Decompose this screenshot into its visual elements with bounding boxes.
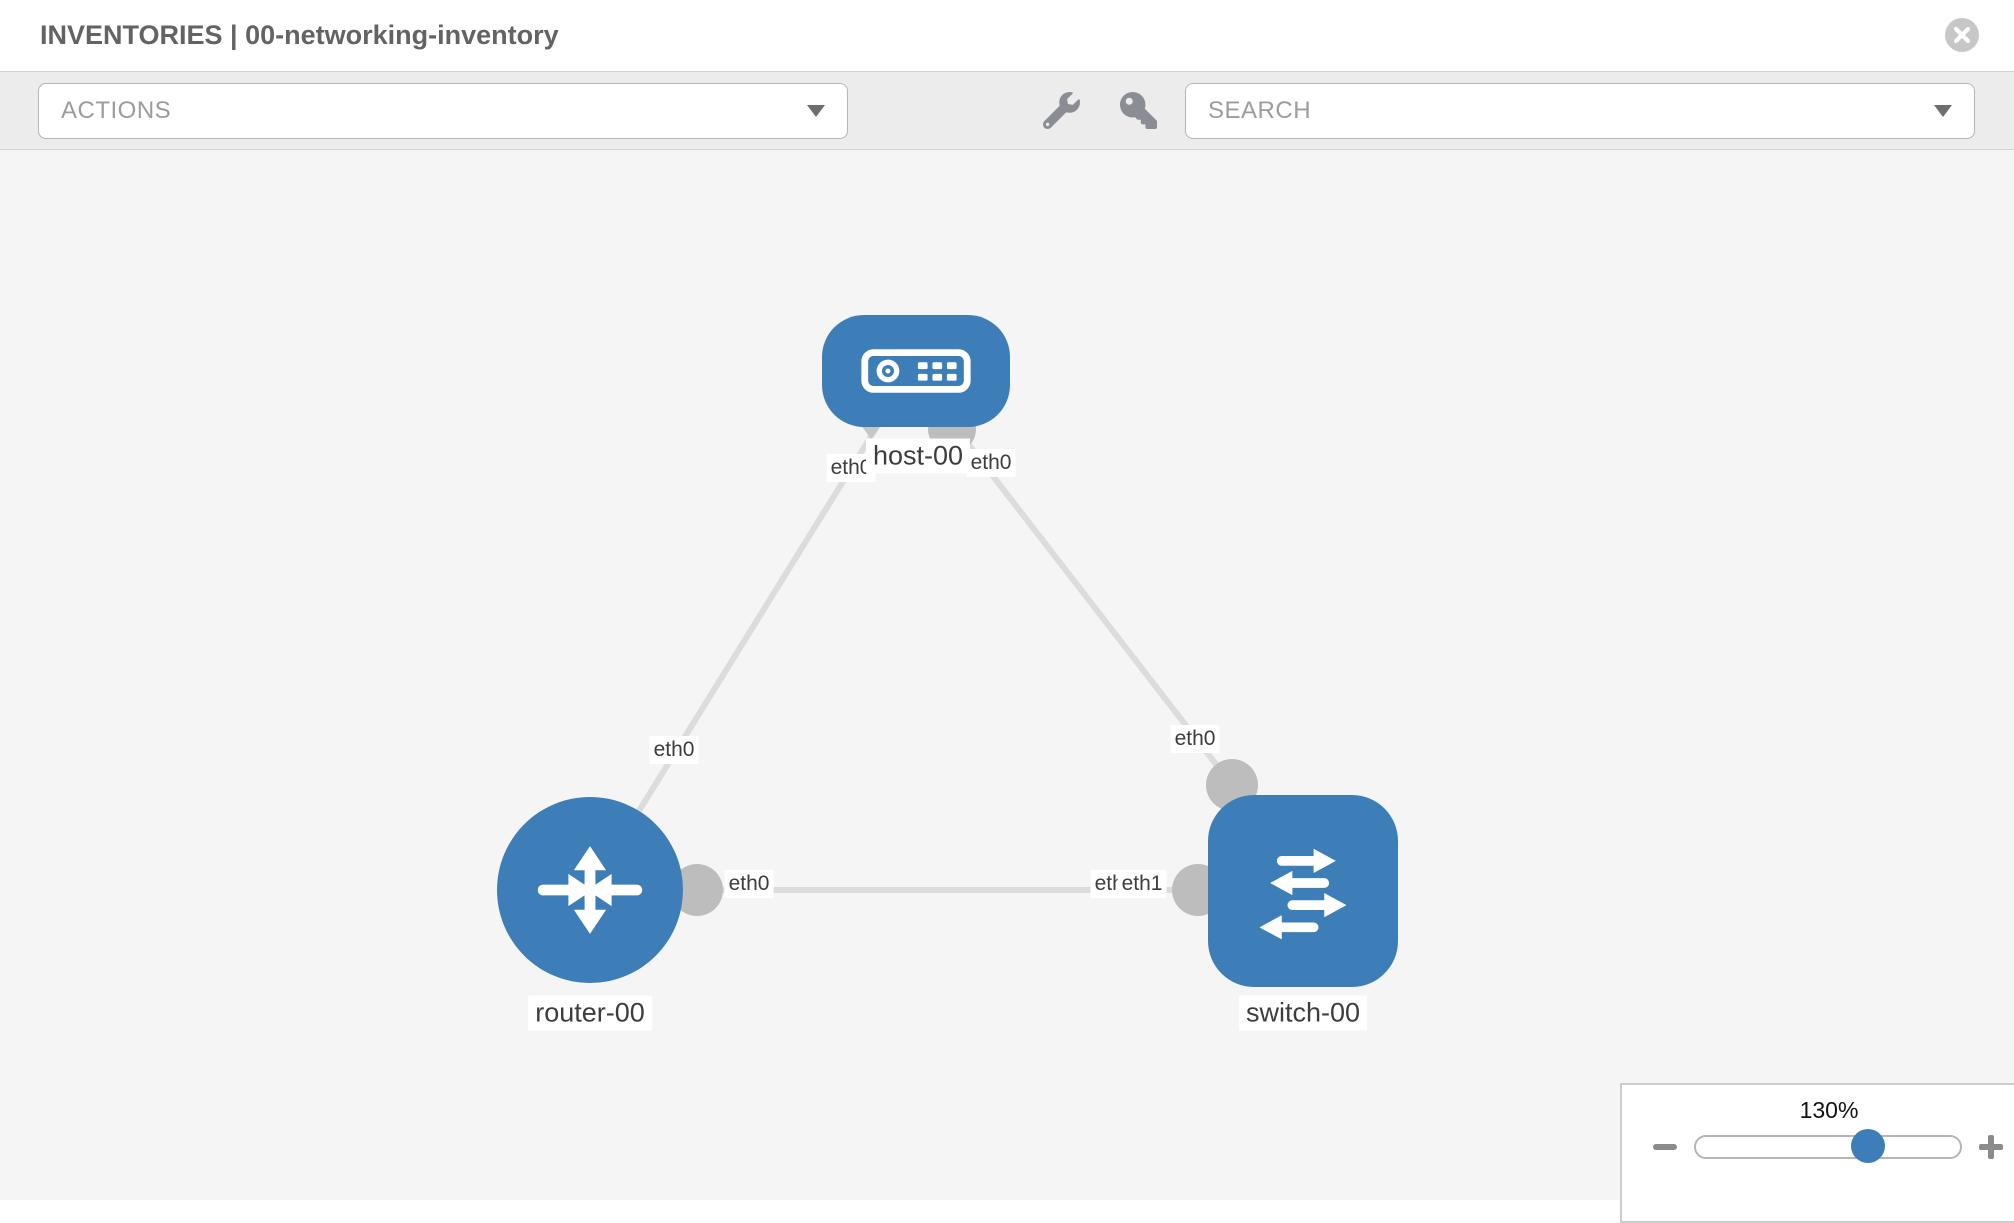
configure-button[interactable] [1043, 92, 1080, 129]
wrench-icon [1043, 92, 1080, 129]
node-router-00[interactable] [497, 797, 683, 983]
search-dropdown[interactable]: SEARCH [1185, 82, 1975, 139]
zoom-in-button[interactable] [1978, 1134, 2004, 1160]
zoom-panel: 130% [1620, 1083, 2014, 1223]
node-host-00[interactable] [822, 315, 1010, 427]
interface-label: eth1 [1117, 870, 1167, 898]
close-icon [1954, 27, 1970, 43]
router-icon [537, 846, 643, 934]
zoom-slider-thumb[interactable] [1851, 1129, 1885, 1163]
node-label-router-00: router-00 [528, 995, 652, 1031]
server-icon [861, 349, 971, 393]
chevron-down-icon [807, 104, 825, 117]
toolbar: ACTIONS SEARCH [0, 71, 2014, 150]
header: INVENTORIES | 00-networking-inventory [0, 0, 2014, 71]
switch-icon [1259, 848, 1347, 940]
actions-dropdown-label: ACTIONS [61, 96, 172, 124]
chevron-down-icon [1934, 104, 1952, 117]
interface-label: eth0 [649, 736, 699, 764]
key-icon [1120, 92, 1157, 129]
actions-dropdown[interactable]: ACTIONS [38, 82, 848, 139]
plus-icon [1979, 1135, 2003, 1159]
interface-label: eth0 [966, 449, 1016, 477]
zoom-out-button[interactable] [1652, 1134, 1678, 1160]
zoom-level: 130% [1799, 1097, 1859, 1123]
minus-icon [1653, 1144, 1677, 1150]
node-label-switch-00: switch-00 [1238, 995, 1368, 1031]
links-layer [587, 405, 1303, 916]
close-button[interactable] [1945, 18, 1979, 52]
topology-canvas[interactable]: eth0 eth0 eth0 eth0 eth0 eth0 eth1 host-… [0, 150, 2014, 1200]
interface-label: eth0 [1170, 725, 1220, 753]
port-router-eth0 [671, 864, 723, 916]
zoom-slider-track[interactable] [1694, 1129, 1962, 1163]
search-placeholder: SEARCH [1208, 96, 1312, 124]
node-label-host-00: host-00 [865, 438, 971, 474]
page-title: INVENTORIES | 00-networking-inventory [40, 20, 559, 50]
zoom-controls [1622, 1129, 2014, 1163]
interface-label: eth0 [724, 870, 774, 898]
credentials-button[interactable] [1120, 92, 1157, 129]
node-switch-00[interactable] [1208, 795, 1398, 987]
